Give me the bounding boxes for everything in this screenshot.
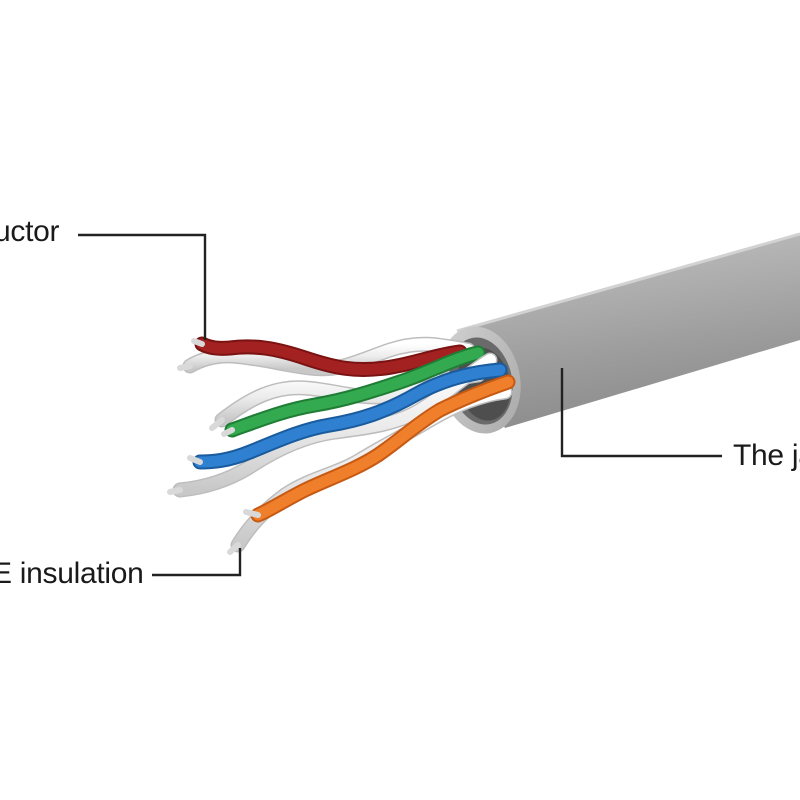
insulation-label: E insulation — [0, 557, 144, 590]
conductor-leader-line — [78, 233, 207, 340]
jacket-leader-line — [560, 368, 722, 458]
leader-lines — [78, 233, 722, 577]
red-white-twisted-pair — [177, 336, 476, 377]
blue-white-twisted-pair — [167, 352, 508, 498]
cable-jacket — [439, 232, 800, 434]
jacket-label: The ja — [733, 439, 800, 472]
orange-white-twisted-pair — [227, 374, 516, 555]
insulation-leader-line — [152, 548, 242, 577]
conductor-label: uctor — [0, 215, 60, 248]
